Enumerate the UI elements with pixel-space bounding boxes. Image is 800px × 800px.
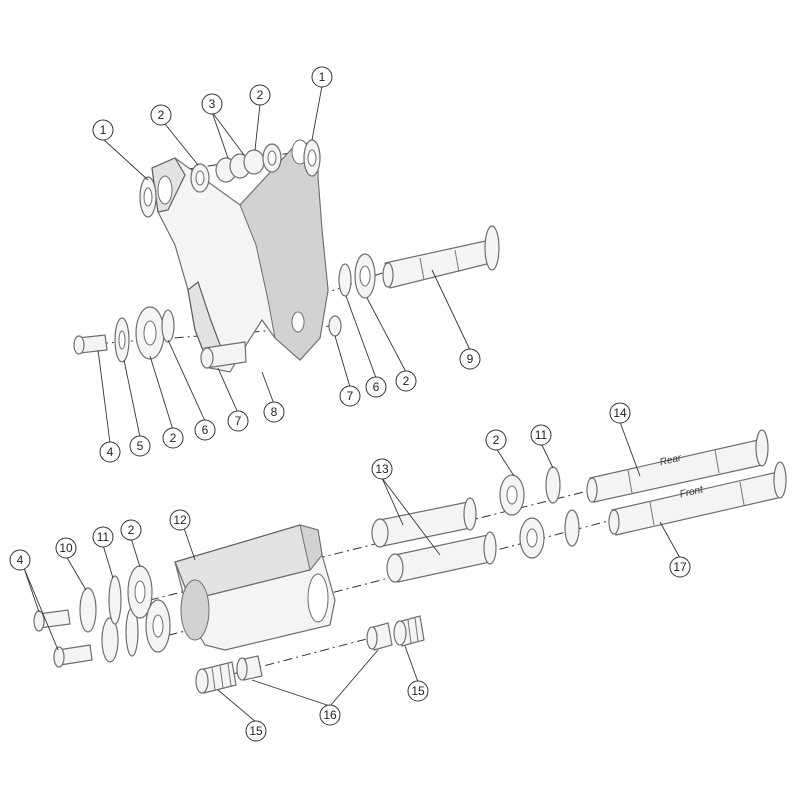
svg-text:4: 4: [107, 445, 114, 459]
callout-16: 16: [319, 704, 341, 726]
callout-4: 4: [99, 441, 121, 463]
svg-text:11: 11: [535, 428, 548, 442]
lower-inserts: [195, 615, 425, 694]
upper-pivot-hardware: [139, 139, 321, 218]
callout-4: 4: [9, 549, 31, 571]
callout-14: 14: [609, 402, 631, 424]
callout-2: 2: [395, 370, 417, 392]
callout-8: 8: [263, 401, 285, 423]
callout-12: 12: [169, 509, 191, 531]
callout-6: 6: [365, 376, 387, 398]
svg-text:15: 15: [411, 684, 425, 698]
svg-text:2: 2: [128, 523, 135, 537]
svg-text:15: 15: [249, 724, 263, 738]
svg-text:9: 9: [467, 352, 474, 366]
callouts: 1 2 3 2 1 9 4 5 2 6 7 8 7 6 2 14 11 2 13…: [9, 66, 691, 742]
svg-text:14: 14: [613, 406, 627, 420]
pin-17-front: [608, 461, 787, 536]
svg-text:2: 2: [257, 88, 264, 102]
callout-3: 3: [201, 93, 223, 115]
lower-link-block: [174, 524, 336, 651]
svg-text:2: 2: [403, 374, 410, 388]
callout-2: 2: [485, 429, 507, 451]
callout-2: 2: [120, 519, 142, 541]
lower-left-hardware: [33, 565, 171, 668]
leader-lines: [23, 85, 681, 723]
svg-text:16: 16: [323, 708, 337, 722]
callout-7: 7: [339, 385, 361, 407]
svg-text:10: 10: [59, 541, 73, 555]
svg-text:17: 17: [673, 560, 687, 574]
svg-text:7: 7: [347, 389, 354, 403]
callout-7: 7: [227, 410, 249, 432]
callout-15: 15: [407, 680, 429, 702]
callout-17: 17: [669, 556, 691, 578]
callout-11: 11: [92, 526, 114, 548]
pin-label-front: Front: [679, 484, 705, 500]
callout-5: 5: [129, 435, 151, 457]
callout-1: 1: [311, 66, 333, 88]
svg-text:7: 7: [235, 414, 242, 428]
svg-text:12: 12: [173, 513, 187, 527]
upper-link: [151, 139, 329, 373]
callout-10: 10: [55, 537, 77, 559]
callout-6: 6: [194, 419, 216, 441]
callout-2: 2: [150, 104, 172, 126]
lower-right-bearings: [499, 466, 580, 559]
callout-9: 9: [459, 348, 481, 370]
callout-2: 2: [249, 84, 271, 106]
callout-13: 13: [371, 458, 393, 480]
svg-text:2: 2: [493, 433, 500, 447]
svg-text:11: 11: [97, 530, 110, 544]
svg-text:3: 3: [209, 97, 216, 111]
lower-pivot-hardware: [73, 306, 342, 369]
upper-axle-assembly: [338, 225, 500, 299]
svg-text:6: 6: [373, 380, 380, 394]
callout-15: 15: [245, 720, 267, 742]
svg-text:1: 1: [100, 123, 107, 137]
callout-1: 1: [92, 119, 114, 141]
svg-text:5: 5: [137, 439, 144, 453]
svg-text:2: 2: [170, 431, 177, 445]
pin-14-rear: [586, 429, 769, 503]
callout-11: 11: [530, 424, 552, 446]
lower-axles-13: [371, 497, 497, 583]
pin-label-rear: Rear: [659, 453, 683, 469]
svg-text:8: 8: [271, 405, 278, 419]
svg-text:1: 1: [319, 70, 326, 84]
svg-text:2: 2: [158, 108, 165, 122]
svg-text:4: 4: [17, 553, 24, 567]
callout-2: 2: [162, 427, 184, 449]
svg-text:6: 6: [202, 423, 209, 437]
svg-text:13: 13: [375, 462, 389, 476]
